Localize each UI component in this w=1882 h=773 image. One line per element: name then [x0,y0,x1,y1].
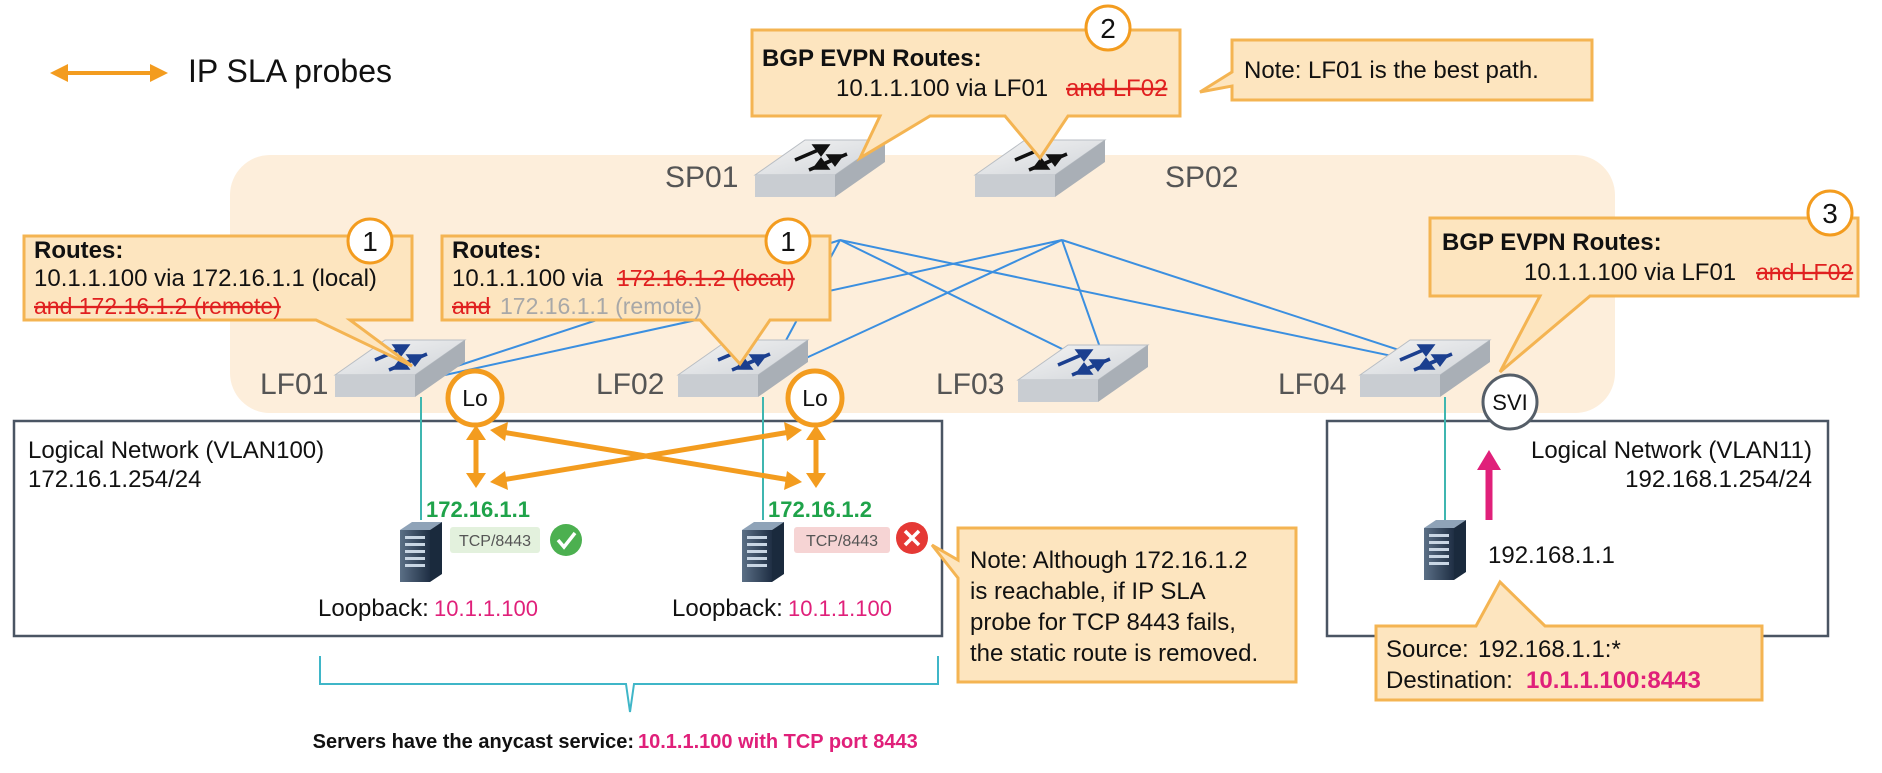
footer: Servers have the anycast service: 10.1.1… [313,731,918,753]
client-dest-value: 10.1.1.100:8443 [1526,667,1701,694]
note-best-path: Note: LF01 is the best path. [1199,38,1594,102]
lf02-callout-line2-removed: and [452,293,490,319]
error-icon [896,522,928,554]
lo-interface-lf01: Lo [445,368,505,428]
vlan11-name: Logical Network (VLAN11) [1531,437,1812,464]
lf01-callout-line1: 10.1.1.100 via 172.16.1.1 (local) [34,265,377,292]
server-links [420,397,1446,520]
lf01-badge: 1 [362,226,378,257]
legend: IP SLA probes [50,53,392,89]
server-1: 172.16.1.1 TCP/8443 Loopback: 10.1.1.100 [318,497,582,622]
lf04-label: LF04 [1278,368,1346,401]
client-dest-label: Destination: [1386,667,1513,694]
lf01-callout-title: Routes: [34,237,123,264]
lf03-label: LF03 [936,368,1004,401]
spine-badge: 2 [1100,13,1116,44]
check-icon [550,524,582,556]
callout-lf02-routes: 1 Routes: 10.1.1.100 via 172.16.1.2 (loc… [440,217,832,367]
spine-callout-removed: and LF02 [1066,75,1167,102]
lf01-label: LF01 [260,368,328,401]
lf04-callout-route: 10.1.1.100 via LF01 [1524,259,1736,286]
client-ip: 192.168.1.1 [1488,542,1615,569]
note-best-path-text: Note: LF01 is the best path. [1244,57,1539,84]
server-1-loopback-ip: 10.1.1.100 [434,596,538,621]
lf04-badge: 3 [1822,198,1838,229]
note-failover: Note: Although 172.16.1.2 is reachable, … [930,526,1298,684]
svg-text:Lo: Lo [462,385,488,411]
lf02-callout-line1-removed: 172.16.1.2 (local) [617,265,795,291]
callout-client-flow: Source: 192.168.1.1:* Destination: 10.1.… [1374,579,1764,702]
svi-interface-lf04: SVI [1481,373,1539,431]
callout-spine-routes: 2 BGP EVPN Routes: 10.1.1.100 via LF01 a… [750,4,1182,162]
probe-arrow-icon [50,64,168,82]
vlan100-name: Logical Network (VLAN100) [28,437,324,464]
sp02-label: SP02 [1165,161,1238,194]
vlan100-subnet: 172.16.1.254/24 [28,466,202,493]
server-1-loopback-label: Loopback: [318,595,429,622]
note-failover-line3: probe for TCP 8443 fails, [970,609,1236,636]
lf04-callout-title: BGP EVPN Routes: [1442,229,1662,256]
lf02-badge: 1 [780,226,796,257]
fabric-area [230,155,1615,413]
ip-sla-probes [466,422,826,490]
note-failover-line2: is reachable, if IP SLA [970,578,1206,605]
spine-callout-title: BGP EVPN Routes: [762,45,982,72]
sp01-label: SP01 [665,161,738,194]
footer-highlight: 10.1.1.100 with TCP port 8443 [638,731,918,753]
lf02-label: LF02 [596,368,664,401]
lf02-callout-line2-remaining: 172.16.1.1 (remote) [500,293,702,319]
legend-label: IP SLA probes [188,53,392,89]
lo-interface-lf02: Lo [785,368,845,428]
server-2-loopback-ip: 10.1.1.100 [788,596,892,621]
footer-text: Servers have the anycast service: [313,731,634,753]
client-source-label: Source: [1386,636,1469,663]
callout-lf04-routes: 3 BGP EVPN Routes: 10.1.1.100 via LF01 a… [1428,189,1860,374]
lf01-callout-removed: and 172.16.1.2 (remote) [34,293,281,319]
server-2: 172.16.1.2 TCP/8443 Loopback: 10.1.1.100 [672,497,928,622]
server-1-ip: 172.16.1.1 [426,497,530,522]
client-server: 192.168.1.1 [1424,520,1615,580]
server-2-ip: 172.16.1.2 [768,497,872,522]
server-1-tag: TCP/8443 [459,533,531,550]
note-failover-line1: Note: Although 172.16.1.2 [970,547,1248,574]
vlan11-subnet: 192.168.1.254/24 [1625,466,1812,493]
brace [319,656,939,713]
svg-text:SVI: SVI [1492,390,1527,415]
callout-lf01-routes: 1 Routes: 10.1.1.100 via 172.16.1.1 (loc… [22,217,414,368]
server-2-loopback-label: Loopback: [672,595,783,622]
spine-callout-route: 10.1.1.100 via LF01 [836,75,1048,102]
lf04-callout-removed: and LF02 [1756,259,1853,285]
lf02-callout-line1-prefix: 10.1.1.100 via [452,265,603,292]
lf02-callout-title: Routes: [452,237,541,264]
client-source-value: 192.168.1.1:* [1478,636,1621,663]
svg-text:Lo: Lo [802,385,828,411]
server-2-tag: TCP/8443 [806,533,878,550]
traffic-arrow-icon [1477,450,1501,520]
note-failover-line4: the static route is removed. [970,640,1258,667]
